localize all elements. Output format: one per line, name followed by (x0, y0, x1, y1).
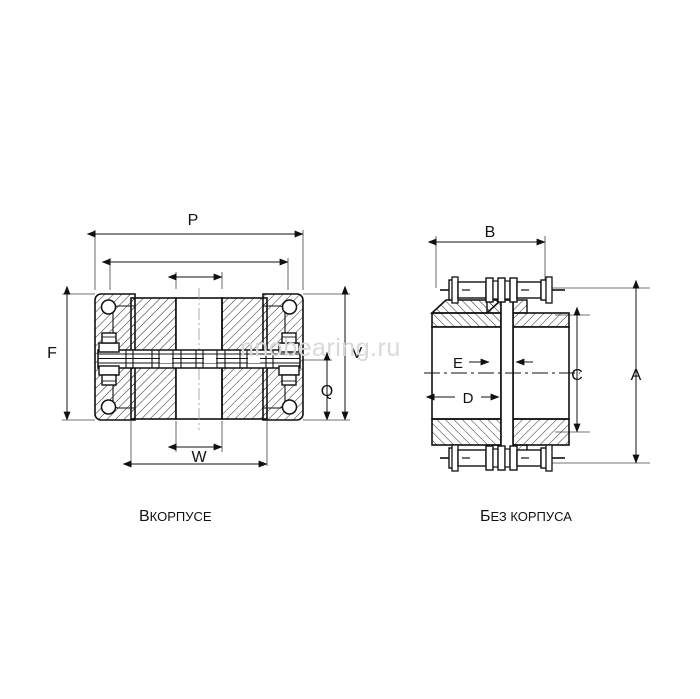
tie-rod-left-nut (98, 332, 120, 386)
label-E: E (453, 355, 463, 372)
watermark-text: nnobearing.ru (240, 334, 401, 362)
caption-right-initial: Б (480, 508, 491, 525)
caption-right-view: Без корпуса (480, 508, 572, 526)
caption-right-rest: ез корпуса (490, 509, 572, 524)
caption-left-view: Вкорпусе (139, 508, 212, 526)
label-B: B (485, 224, 496, 241)
label-F: F (47, 345, 57, 362)
coupling-gap (500, 299, 514, 459)
right-hub (512, 299, 570, 459)
label-W: W (191, 449, 207, 466)
caption-left-rest: корпусе (149, 509, 212, 524)
label-A: A (631, 367, 642, 384)
dimension-D (425, 388, 500, 406)
tie-rod-right-nut (278, 332, 300, 386)
label-Q: Q (321, 383, 333, 400)
left-view-group: P F V Q W (47, 212, 363, 468)
top-bolt-assembly (440, 276, 565, 304)
caption-left-initial: В (139, 508, 150, 525)
dimension-W (122, 443, 268, 468)
label-V: V (352, 345, 363, 362)
label-P: P (188, 212, 199, 229)
label-C: C (571, 367, 583, 384)
label-D: D (463, 390, 474, 407)
left-hub (429, 299, 504, 459)
tie-rod-assembly (97, 349, 301, 369)
right-view-group: B A C E D (424, 224, 650, 472)
bottom-bolt-assembly (440, 444, 565, 472)
